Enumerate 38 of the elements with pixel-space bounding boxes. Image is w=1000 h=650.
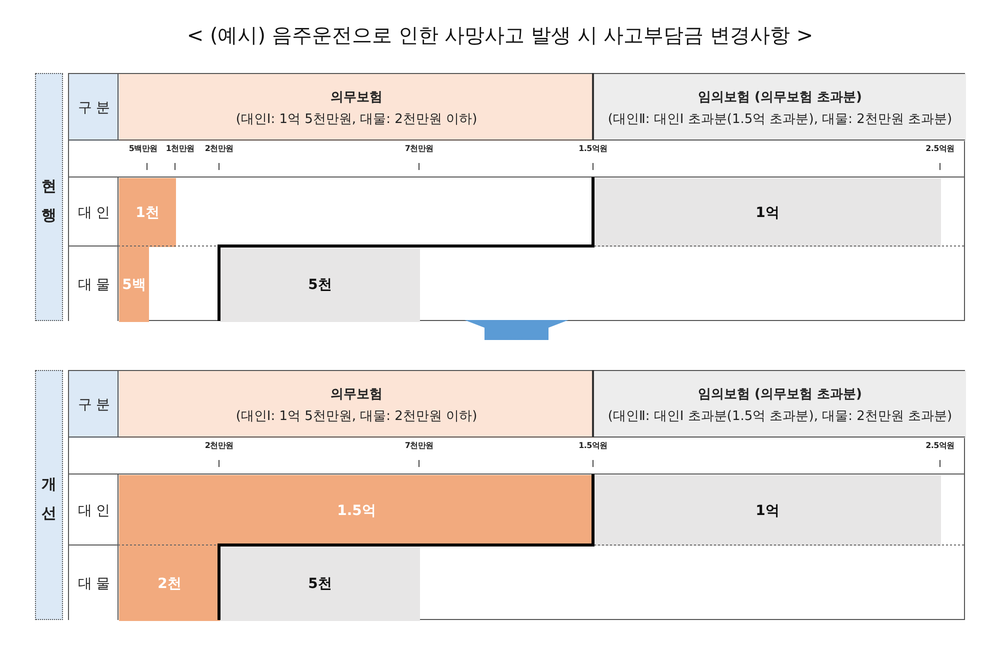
tick-label: 2천만원 bbox=[204, 440, 234, 451]
tick-label: 2.5억원 bbox=[926, 143, 954, 154]
diagram-title: < (예시) 음주운전으로 인한 사망사고 발생 시 사고부담금 변경사항 > bbox=[186, 22, 814, 49]
amount-bar: 1천 bbox=[119, 178, 176, 247]
down-arrow bbox=[464, 320, 568, 340]
tick-label: 2천만원 bbox=[204, 143, 234, 154]
header-title: 의무보험 bbox=[330, 386, 382, 402]
header-cell bbox=[119, 371, 594, 438]
tick-label: 7천만원 bbox=[404, 143, 434, 154]
header-cell: 구 분 bbox=[69, 371, 119, 438]
section-label: 현행 bbox=[35, 73, 63, 321]
header-note: (대인Ⅱ: 대인Ⅰ 초과분(1.5억 초과분), 대물: 2천만원 초과분) bbox=[608, 408, 952, 424]
amount-bar: 5천 bbox=[220, 247, 420, 322]
section-label: 개선 bbox=[35, 370, 63, 620]
header-cell bbox=[594, 74, 966, 141]
table-frame bbox=[68, 370, 965, 620]
header-title: 임의보험 (의무보험 초과분) bbox=[698, 386, 862, 402]
header-cell bbox=[119, 74, 594, 141]
tick-label: 2.5억원 bbox=[926, 440, 954, 451]
header-cell bbox=[594, 371, 966, 438]
header-title: 의무보험 bbox=[330, 88, 382, 106]
tick-label: 7천만원 bbox=[404, 440, 434, 451]
amount-bar: 2천 bbox=[119, 546, 220, 621]
header-note: (대인Ⅰ: 1억 5천만원, 대물: 2천만원 이하) bbox=[236, 408, 478, 424]
header-note: (대인Ⅱ: 대인Ⅰ 초과분(1.5억 초과분), 대물: 2천만원 초과분) bbox=[608, 110, 952, 128]
amount-bar: 5백 bbox=[119, 247, 149, 322]
header-note: (대인Ⅰ: 1억 5천만원, 대물: 2천만원 이하) bbox=[236, 110, 478, 128]
tick-label: 1.5억원 bbox=[578, 440, 608, 451]
header-cell: 구 분 bbox=[69, 74, 119, 141]
amount-bar: 1억 bbox=[594, 178, 941, 247]
tick-label: 5백만원 bbox=[128, 143, 158, 154]
tick-label: 1천만원 bbox=[166, 143, 194, 154]
tick-label: 1.5억원 bbox=[578, 143, 608, 154]
table-frame bbox=[68, 73, 965, 321]
header-title: 임의보험 (의무보험 초과분) bbox=[698, 88, 862, 106]
amount-bar: 5천 bbox=[220, 546, 420, 621]
amount-bar: 1.5억 bbox=[119, 475, 594, 546]
amount-bar: 1억 bbox=[594, 475, 941, 546]
